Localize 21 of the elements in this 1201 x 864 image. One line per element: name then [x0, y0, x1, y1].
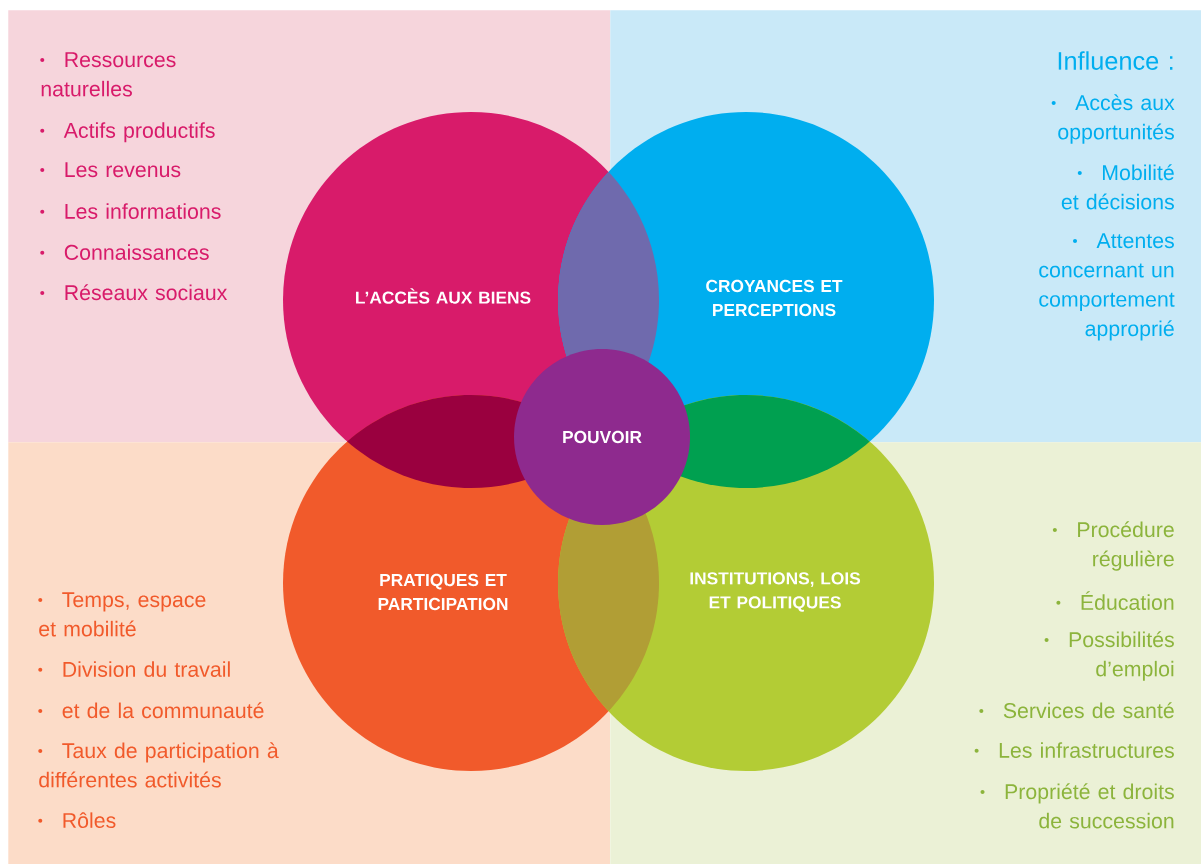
bullet-item: Les infrastructures: [974, 742, 1174, 758]
heading: Influence :: [1058, 51, 1173, 70]
bullet-item: et de la communauté: [38, 702, 264, 719]
bullet-item: Mobilité et décisions: [1061, 164, 1174, 210]
bullet-item: Rôles: [38, 812, 116, 828]
bullet-item: Accès aux opportunités: [1051, 94, 1175, 144]
bullet-item: Services de santé: [979, 702, 1174, 719]
bullet-item: Connaissances: [40, 244, 209, 260]
bullet-item: Temps, espace et mobilité: [38, 592, 206, 637]
bullet-item: Réseaux sociaux: [40, 284, 228, 301]
bullet-item: Les informations: [40, 203, 221, 219]
bullet-item: Éducation: [1056, 591, 1174, 610]
bullet-item: Ressources naturelles: [40, 52, 176, 97]
bullet-item: Actifs productifs: [40, 122, 215, 143]
bullet-item: Division du travail: [38, 661, 230, 677]
bullet-item: Procédure régulière: [1052, 521, 1174, 571]
bullet-item: Les revenus: [40, 162, 181, 178]
bullet-item: Taux de participation à différentes activités: [38, 742, 279, 788]
bullet-item: Propriété et droits de succession: [980, 783, 1174, 829]
bullet-item: Attentes concernant un comportement approprié: [1039, 233, 1175, 341]
bullet-item: Possibilités d’emploi: [1044, 631, 1174, 681]
